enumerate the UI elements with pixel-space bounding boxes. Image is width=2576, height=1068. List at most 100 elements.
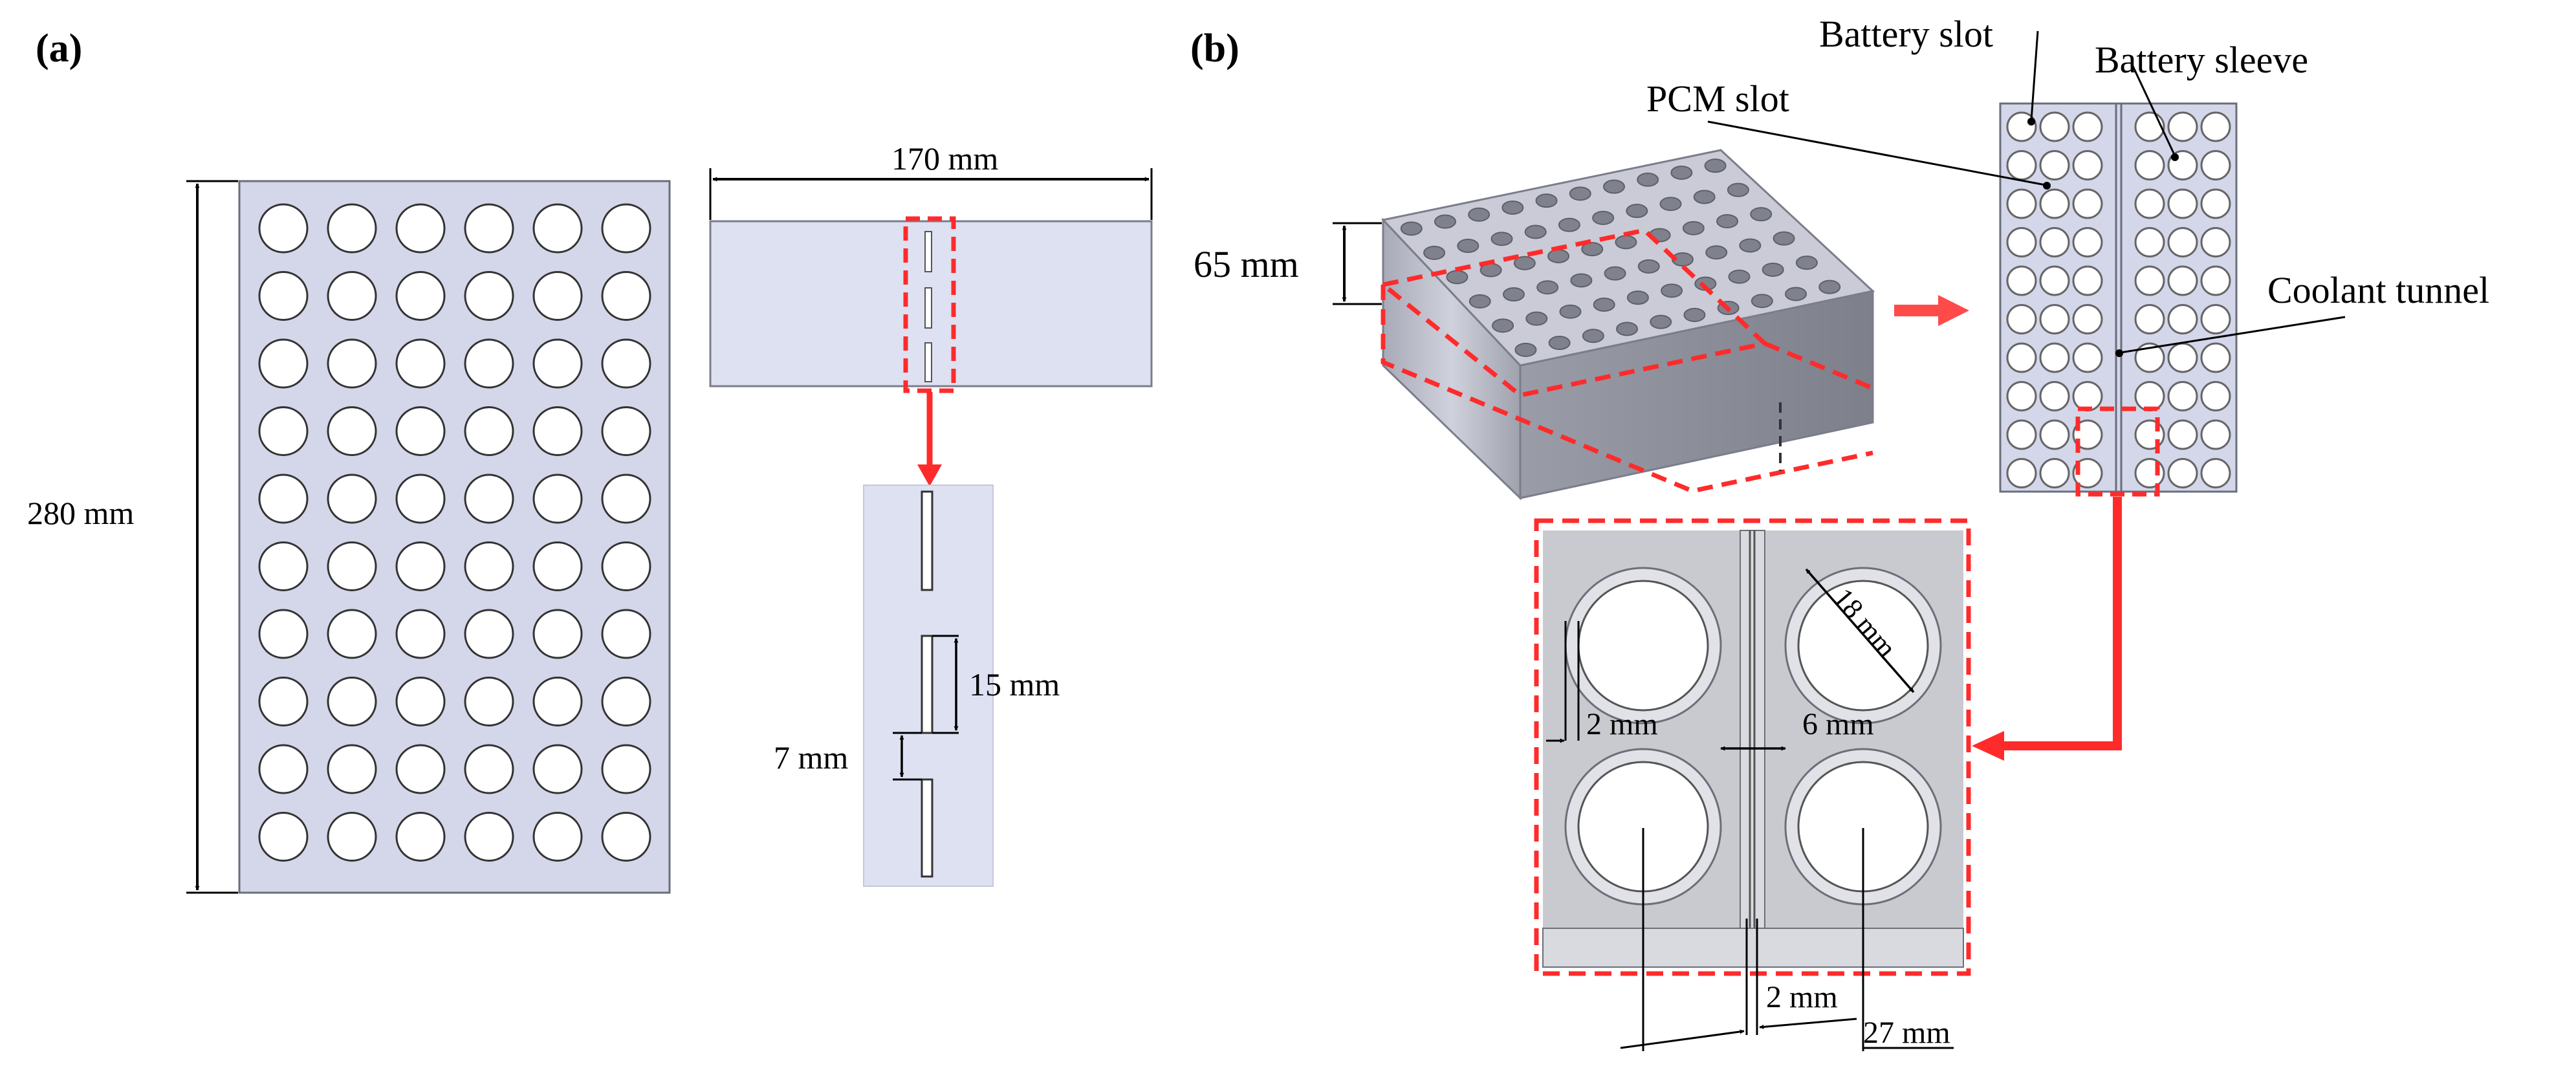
battery-hole: [1513, 256, 1536, 270]
battery-hole: [258, 338, 309, 389]
battery-hole: [1727, 182, 1749, 197]
battery-hole: [532, 406, 583, 456]
battery-hole: [2006, 419, 2037, 450]
battery-hole: [1570, 273, 1593, 288]
battery-hole: [327, 406, 377, 456]
battery-hole: [2200, 342, 2231, 373]
battery-hole: [601, 677, 651, 726]
battery-hole: [258, 406, 309, 456]
battery-hole: [2039, 419, 2070, 450]
battery-hole: [2134, 342, 2165, 373]
battery-hole: [2006, 304, 2037, 334]
battery-hole: [1795, 256, 1818, 270]
battery-hole: [395, 271, 446, 321]
battery-hole: [464, 203, 514, 254]
battery-slot-label: Battery slot: [1819, 13, 1993, 55]
battery-hole: [2167, 188, 2198, 219]
slot-detail: [863, 485, 994, 887]
battery-hole: [2167, 342, 2198, 373]
battery-hole: [1637, 172, 1659, 187]
battery-hole: [2200, 381, 2231, 411]
battery-hole: [395, 609, 446, 659]
battery-hole: [1659, 197, 1682, 212]
battery-hole: [532, 609, 583, 659]
battery-hole: [1592, 210, 1615, 225]
pitch-dim-label: 27 mm: [1863, 1016, 1950, 1050]
battery-hole: [1593, 297, 1615, 312]
battery-hole: [1468, 294, 1491, 309]
battery-hole: [1693, 190, 1716, 204]
battery-hole: [1750, 207, 1773, 222]
thickness-dim-label: 65 mm: [1194, 243, 1299, 285]
battery-hole: [258, 541, 309, 591]
battery-hole: [2200, 419, 2231, 450]
battery-hole: [2134, 111, 2165, 142]
battery-hole: [1514, 342, 1537, 357]
battery-hole: [601, 474, 651, 524]
battery-hole: [1773, 231, 1795, 246]
battery-hole: [2200, 150, 2231, 180]
battery-sleeve-label: Battery sleeve: [2095, 39, 2308, 81]
battery-hole: [1602, 179, 1625, 194]
battery-hole: [327, 812, 377, 862]
battery-hole: [2134, 188, 2165, 219]
callout-lines: [1707, 30, 2346, 357]
battery-hole: [1558, 217, 1580, 232]
arrow-to-top-view: [1894, 295, 1969, 326]
battery-hole: [2134, 150, 2165, 180]
battery-hole: [2039, 304, 2070, 334]
battery-hole: [601, 338, 651, 389]
battery-hole: [2039, 150, 2070, 180]
battery-hole: [601, 609, 651, 659]
battery-hole: [1536, 280, 1559, 295]
battery-hole: [327, 271, 377, 321]
battery-hole: [327, 474, 377, 524]
battery-hole: [327, 541, 377, 591]
coolant-tunnel-label: Coolant tunnel: [2267, 269, 2489, 311]
battery-hole: [532, 203, 583, 254]
battery-hole: [532, 744, 583, 794]
battery-hole: [1670, 165, 1693, 180]
battery-hole: [2039, 188, 2070, 219]
plate-top-view: [709, 216, 1153, 393]
battery-hole: [1501, 200, 1524, 215]
gap-dim-label: 6 mm: [1802, 707, 1874, 741]
battery-hole: [327, 609, 377, 659]
battery-hole: [2006, 188, 2037, 219]
battery-hole: [258, 812, 309, 862]
battery-holes-top: [2006, 111, 2231, 488]
thickness-dimension: [1333, 222, 1382, 305]
battery-hole: [2200, 265, 2231, 296]
height-dimension: [186, 180, 238, 894]
battery-hole: [601, 406, 651, 456]
battery-hole: [2167, 458, 2198, 488]
battery-hole: [2134, 227, 2165, 257]
battery-hole: [395, 541, 446, 591]
battery-hole: [2039, 458, 2070, 488]
battery-hole: [601, 541, 651, 591]
battery-hole: [258, 474, 309, 524]
battery-hole: [2167, 419, 2198, 450]
width-dimension: [709, 168, 1153, 220]
battery-hole: [1524, 224, 1547, 239]
battery-hole: [1818, 279, 1841, 294]
battery-hole: [2134, 381, 2165, 411]
battery-hole: [1762, 262, 1784, 277]
battery-hole: [464, 541, 514, 591]
battery-cell-3: [1564, 748, 1722, 906]
battery-hole: [2200, 304, 2231, 334]
battery-hole: [395, 677, 446, 726]
battery-hole: [1626, 290, 1649, 305]
battery-hole: [1661, 283, 1683, 298]
battery-hole: [395, 744, 446, 794]
battery-hole: [2072, 458, 2103, 488]
battery-hole: [601, 744, 651, 794]
battery-hole: [2006, 458, 2037, 488]
battery-hole: [464, 609, 514, 659]
battery-hole: [258, 677, 309, 726]
battery-hole: [2072, 419, 2103, 450]
battery-hole: [1751, 294, 1773, 309]
battery-hole: [2072, 150, 2103, 180]
battery-hole: [464, 271, 514, 321]
